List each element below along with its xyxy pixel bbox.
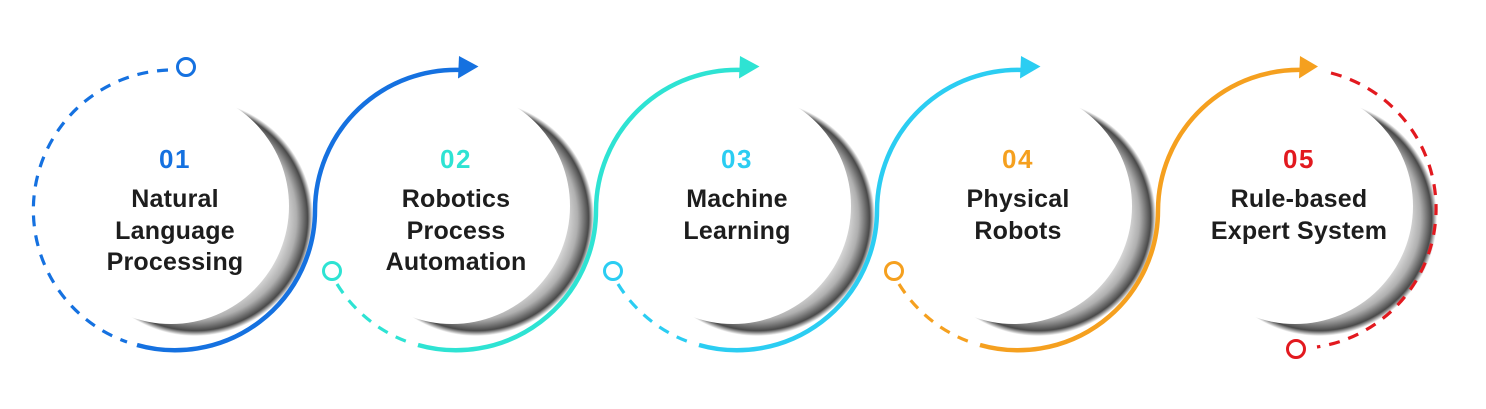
step-5-number: 05 xyxy=(1283,144,1315,174)
step-3-number: 03 xyxy=(721,144,753,174)
step-4-card: 04 Physical Robots xyxy=(888,146,1148,247)
step-5-card: 05 Rule-based Expert System xyxy=(1169,146,1429,247)
step-1-graphics xyxy=(31,56,479,353)
step-3-dashed-arc xyxy=(616,283,690,344)
step-2-connector-arc xyxy=(417,67,744,353)
step-2-label: Robotics Process Automation xyxy=(385,185,527,276)
step-5-label: Rule-based Expert System xyxy=(1210,185,1388,245)
step-3-label: Machine Learning xyxy=(683,185,791,245)
step-3-graphics xyxy=(603,56,1041,353)
step-4-ring-icon xyxy=(884,261,904,281)
step-3-ring-icon xyxy=(603,261,623,281)
step-5-ring-icon xyxy=(1286,339,1306,359)
step-3-connector-arc xyxy=(698,67,1025,353)
step-2-graphics xyxy=(322,56,760,353)
step-1-arrow-icon xyxy=(458,56,479,79)
step-2-arrow-icon xyxy=(739,56,760,79)
step-4-dashed-arc xyxy=(897,283,971,344)
step-1-dashed-arc xyxy=(31,68,169,344)
step-3-arrow-icon xyxy=(1020,56,1041,79)
step-4-connector-arc xyxy=(979,67,1306,353)
step-4-graphics xyxy=(884,56,1318,353)
step-2-ring-icon xyxy=(322,261,342,281)
step-4-number: 04 xyxy=(1002,144,1034,174)
step-3-card: 03 Machine Learning xyxy=(607,146,867,247)
step-5-graphics xyxy=(1286,71,1438,359)
step-2-number: 02 xyxy=(440,144,472,174)
step-1-card: 01 Natural Language Processing xyxy=(45,146,305,279)
step-1-connector-arc xyxy=(136,67,463,353)
step-4-arrow-icon xyxy=(1299,56,1318,79)
step-1-ring-icon xyxy=(176,57,196,77)
step-1-label: Natural Language Processing xyxy=(106,185,244,276)
step-4-label: Physical Robots xyxy=(966,185,1070,245)
step-5-dashed-arc xyxy=(1316,71,1438,349)
step-2-dashed-arc xyxy=(335,283,409,344)
step-1-number: 01 xyxy=(159,144,191,174)
step-2-card: 02 Robotics Process Automation xyxy=(326,146,586,279)
